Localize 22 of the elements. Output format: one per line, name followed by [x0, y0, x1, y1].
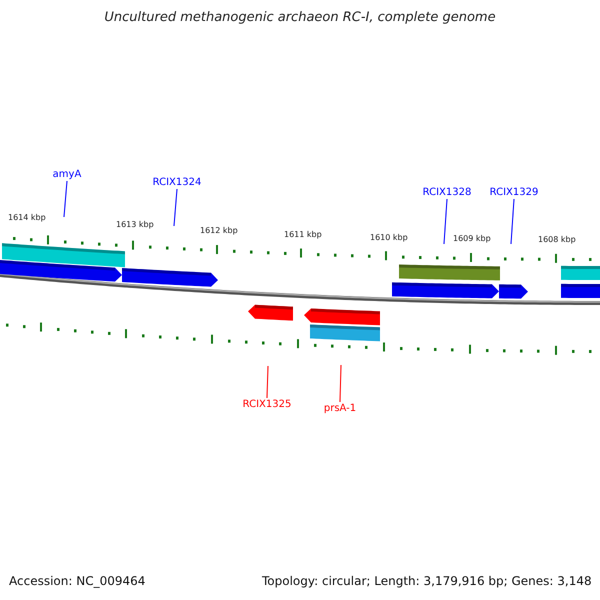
scale-label: 1612 kbp — [200, 226, 238, 235]
gene-label: RCIX1328 — [422, 187, 472, 198]
gene-label: amyA — [52, 169, 82, 180]
leader-line — [510, 198, 514, 244]
leader-line — [64, 180, 68, 218]
leader-line — [444, 198, 448, 244]
scale-label: 1610 kbp — [370, 233, 408, 242]
footer-text: Topology: circular; Length: 3,179,916 bp; Genes: 3,148 — [262, 574, 592, 588]
gene-label: RCIX1325 — [242, 399, 292, 410]
gene-label: RCIX1329 — [490, 187, 538, 198]
scale-label: 1608 kbp — [538, 235, 576, 244]
gene-label: RCIX1324 — [152, 177, 202, 188]
footer-text: Accession: NC_009464 — [9, 574, 146, 588]
scale-label: 1613 kbp — [116, 220, 154, 229]
gene-label: prsA-1 — [324, 403, 356, 414]
scale-label: 1611 kbp — [284, 230, 322, 239]
leader-line — [266, 366, 268, 398]
leader-line — [174, 188, 178, 226]
title: Uncultured methanogenic archaeon RC-I, complete genome — [103, 10, 497, 25]
scale-label: 1609 kbp — [453, 234, 491, 243]
scale-label: 1614 kbp — [8, 213, 46, 222]
leader-line — [340, 364, 342, 402]
